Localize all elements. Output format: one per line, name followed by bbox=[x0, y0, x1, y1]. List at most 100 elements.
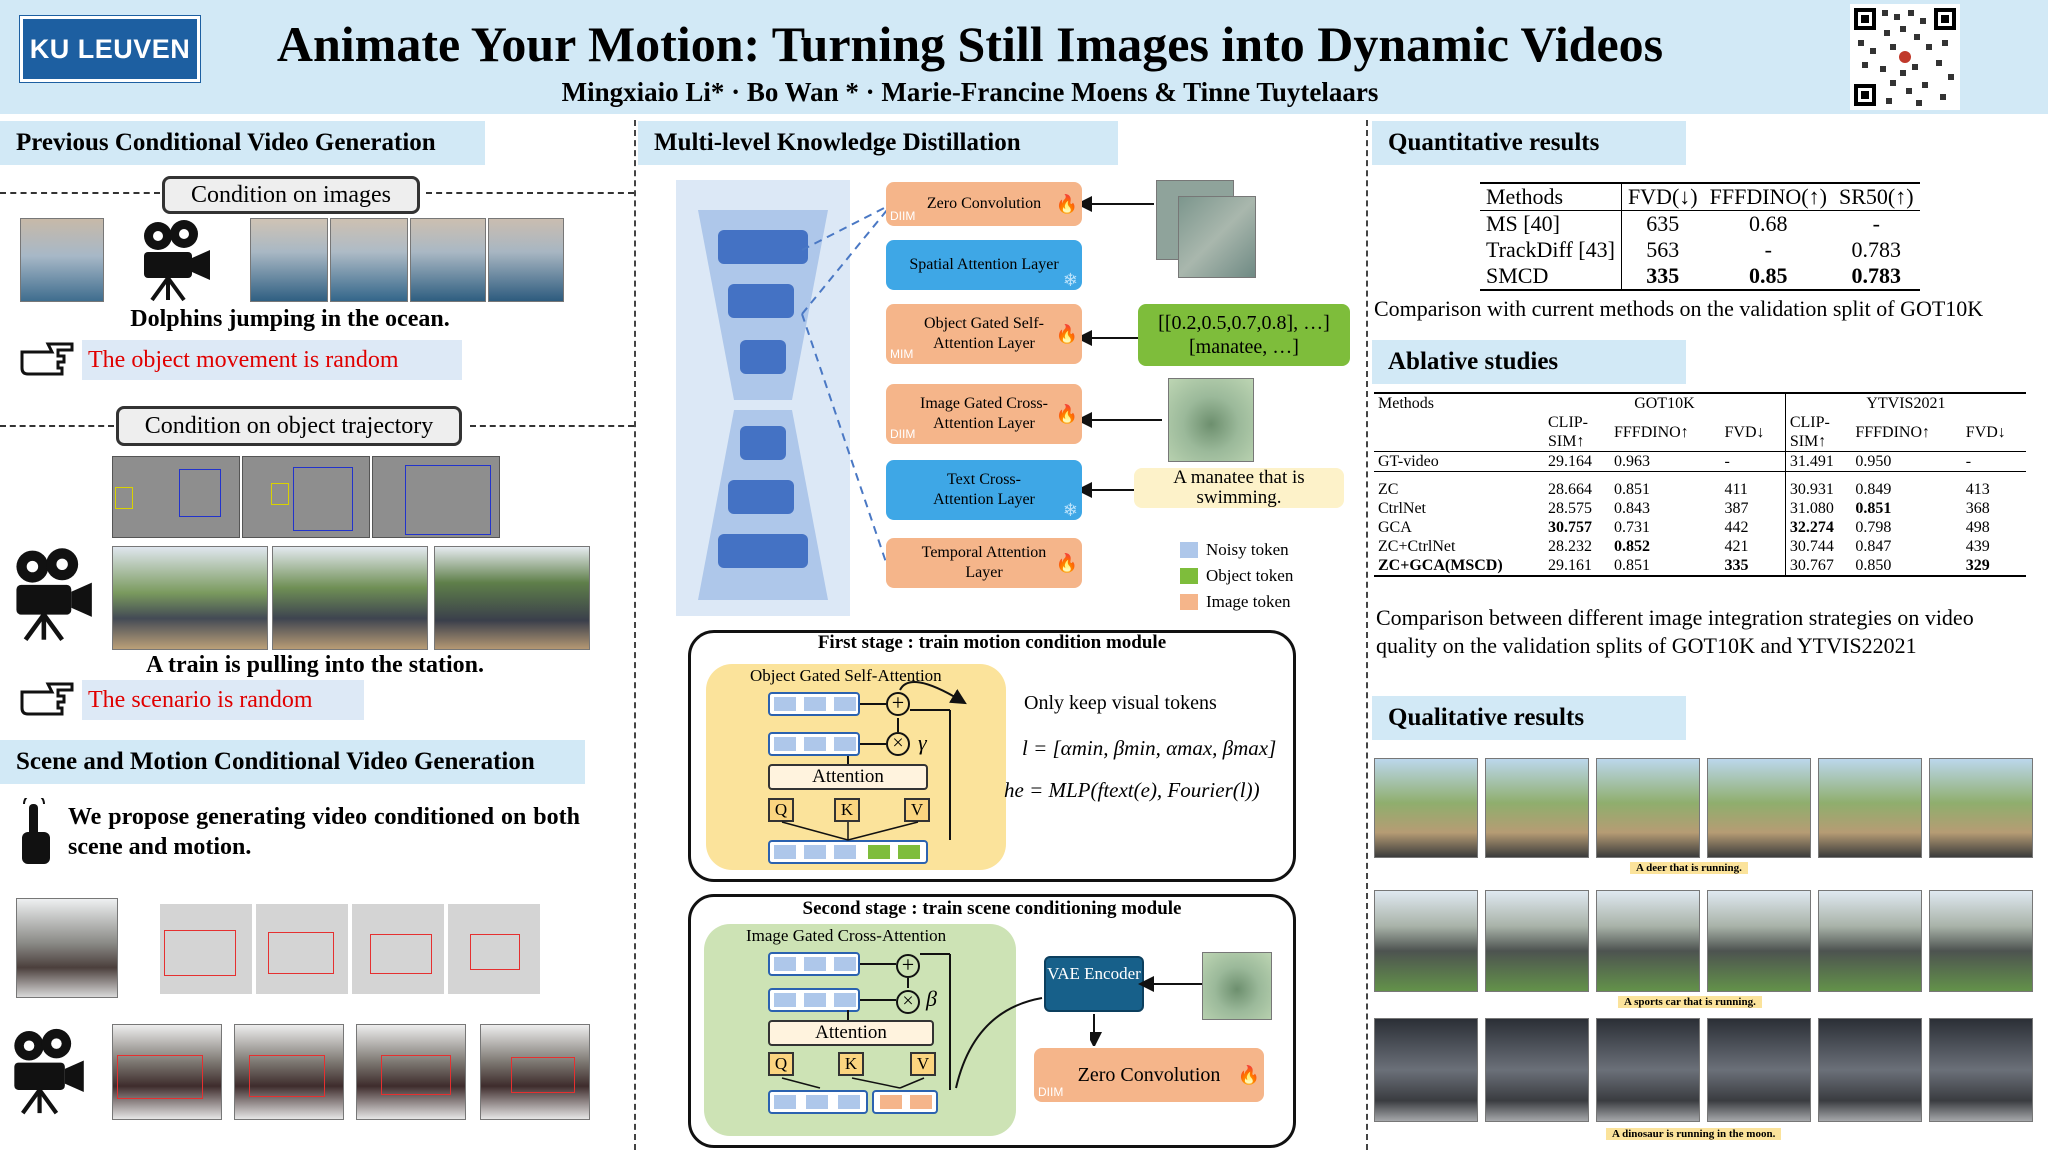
add-icon: + bbox=[886, 692, 910, 716]
pointing-hand-icon bbox=[18, 334, 78, 380]
v-box: V bbox=[904, 798, 930, 822]
vae-encoder: VAE Encoder bbox=[1044, 956, 1144, 1012]
at-cell: 0.849 bbox=[1855, 481, 1892, 498]
qt-header: FVD(↓) bbox=[1620, 183, 1704, 211]
qt-cell: 0.85 bbox=[1749, 263, 1788, 288]
ablation-caption: Comparison between different image integ… bbox=[1376, 605, 1974, 658]
qual-row-dinosaur bbox=[1374, 1018, 2040, 1122]
attention-block: Attention bbox=[768, 764, 928, 790]
layer-temporal-attention: Temporal Attention Layer🔥 bbox=[886, 538, 1082, 588]
section-title-distillation: Multi-level Knowledge Distillation bbox=[638, 121, 1118, 165]
section-title-qualitative: Qualitative results bbox=[1372, 696, 1686, 740]
note-random-motion: The object movement is random bbox=[82, 340, 462, 380]
quantitative-table: Methods FVD(↓) FFFDINO(↑) SR50(↑) MS [40… bbox=[1480, 182, 1920, 291]
dolphin-image bbox=[20, 218, 104, 302]
at-cell: 0.798 bbox=[1855, 519, 1892, 536]
at-cell: 28.575 bbox=[1548, 500, 1592, 517]
at-cell: 31.080 bbox=[1784, 499, 1852, 518]
layer-spatial-attention: Spatial Attention Layer❄ bbox=[886, 240, 1082, 290]
token-row bbox=[768, 1090, 868, 1114]
deer-frame bbox=[1929, 758, 2033, 858]
column-divider bbox=[1366, 120, 1368, 1150]
fire-icon: 🔥 bbox=[1055, 553, 1078, 573]
at-cell: 0.731 bbox=[1614, 519, 1650, 536]
layout-frame bbox=[448, 904, 540, 994]
at-cell: 368 bbox=[1965, 500, 1990, 517]
input-arrows bbox=[1082, 196, 1162, 498]
qt-cell: 635 bbox=[1620, 210, 1704, 237]
layer-tag: DIIM bbox=[890, 209, 916, 223]
at-col: FVD↓ bbox=[1724, 423, 1765, 441]
qt-cell: 335 bbox=[1620, 263, 1704, 290]
at-cell: 335 bbox=[1724, 557, 1749, 574]
at-cell: 0.851 bbox=[1614, 557, 1650, 574]
qt-cell: 563 bbox=[1620, 237, 1704, 263]
at-cell: 31.491 bbox=[1784, 451, 1852, 472]
note-random-scene: The scenario is random bbox=[82, 680, 364, 720]
k-box: K bbox=[834, 798, 860, 822]
deer-frame bbox=[1596, 758, 1700, 858]
q-box: Q bbox=[768, 798, 794, 822]
qual-caption-car: A sports car that is running. bbox=[1618, 996, 1762, 1008]
boat-frame bbox=[234, 1024, 344, 1120]
at-col: CLIP-SIM↑ bbox=[1548, 414, 1588, 450]
at-cell: - bbox=[1965, 453, 1972, 470]
poster-header bbox=[0, 0, 2048, 114]
at-cell: GCA bbox=[1378, 519, 1412, 536]
video-camera-icon bbox=[8, 1026, 88, 1116]
qual-row-car bbox=[1374, 890, 2040, 992]
add-icon: + bbox=[896, 954, 920, 978]
bbox bbox=[511, 1057, 575, 1093]
bbox bbox=[249, 1055, 325, 1097]
at-cell: 498 bbox=[1965, 519, 1990, 536]
multiply-icon: × bbox=[896, 990, 920, 1014]
ogsa-label: Object Gated Self-Attention bbox=[750, 666, 942, 685]
bbox bbox=[405, 465, 491, 535]
stage-one-title: First stage : train motion condition mod… bbox=[817, 632, 1167, 653]
legend-swatch-image bbox=[1180, 594, 1198, 610]
legend-object: Object token bbox=[1206, 566, 1294, 585]
at-cell: 30.757 bbox=[1548, 519, 1592, 536]
at-cell: 30.744 bbox=[1784, 537, 1852, 556]
qual-caption-dinosaur: A dinosaur is running in the moon. bbox=[1606, 1128, 1782, 1140]
layer-label: Object Gated Self-Attention Layer bbox=[924, 315, 1044, 352]
deer-frame bbox=[1818, 758, 1922, 858]
formula-l: l = [αmin, βmin, αmax, βmax] bbox=[1022, 736, 1277, 760]
qt-cell: MS [40] bbox=[1486, 211, 1560, 236]
dinosaur-frame bbox=[1596, 1018, 1700, 1122]
video-camera-icon bbox=[138, 218, 214, 302]
legend-swatch-noisy bbox=[1180, 542, 1198, 558]
deer-frame bbox=[1707, 758, 1811, 858]
dashed-arrow bbox=[426, 192, 634, 194]
legend-noisy: Noisy token bbox=[1206, 540, 1289, 559]
token-row bbox=[768, 988, 860, 1012]
at-cell: 0.852 bbox=[1614, 538, 1650, 555]
only-visual-note: Only keep visual tokens bbox=[1024, 692, 1217, 714]
multiply-icon: × bbox=[886, 732, 910, 756]
bbox bbox=[268, 932, 334, 974]
dinosaur-frame bbox=[1707, 1018, 1811, 1122]
dolphin-frame bbox=[488, 218, 564, 302]
qt-cell: 0.783 bbox=[1851, 263, 1902, 288]
trajectory-frame bbox=[372, 456, 500, 538]
igca-label: Image Gated Cross-Attention bbox=[746, 926, 947, 945]
at-cell: 439 bbox=[1965, 538, 1990, 555]
at-cell: ZC+GCA(MSCD) bbox=[1378, 557, 1503, 574]
section-title-scene-motion: Scene and Motion Conditional Video Gener… bbox=[0, 740, 585, 784]
at-cell: 0.850 bbox=[1855, 557, 1892, 574]
stage-two-title: Second stage : train scene conditioning … bbox=[802, 898, 1182, 919]
legend-image: Image token bbox=[1206, 592, 1291, 611]
token-row-image bbox=[872, 1090, 938, 1114]
qt-cell: SMCD bbox=[1486, 263, 1549, 288]
fire-icon: 🔥 bbox=[1055, 324, 1078, 344]
poster-authors: Mingxiaio Li* · Bo Wan * · Marie-Francin… bbox=[561, 77, 1379, 107]
at-cell: 29.161 bbox=[1548, 557, 1592, 574]
bbox bbox=[293, 467, 353, 531]
k-box: K bbox=[838, 1052, 864, 1076]
at-cell: 442 bbox=[1724, 519, 1749, 536]
fire-icon: 🔥 bbox=[1237, 1065, 1260, 1085]
trajectory-frame bbox=[242, 456, 370, 538]
ku-leuven-logo: KU LEUVEN bbox=[19, 15, 201, 83]
